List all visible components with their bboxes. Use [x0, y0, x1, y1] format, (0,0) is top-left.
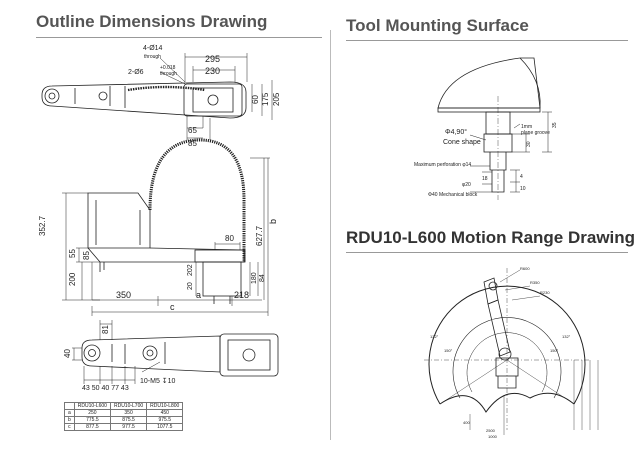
bottom-view-arm: [81, 333, 279, 377]
outline-title-rule: [36, 37, 322, 38]
motion-d1: 2500: [486, 428, 496, 433]
tool-title: Tool Mounting Surface: [346, 16, 529, 35]
dim-295: 295: [205, 54, 220, 64]
cone-dim: Φ4,90°: [445, 128, 467, 136]
tool-dim-35: 35: [552, 122, 558, 128]
tool-dim-30: 30: [526, 141, 532, 147]
side-view-body: [87, 138, 246, 304]
dim-40: 40: [63, 349, 72, 358]
motion-a3: 132°: [562, 334, 571, 339]
d40: Φ40 Mechanical block: [428, 192, 478, 198]
top-view-dims: [159, 53, 273, 140]
motion-a1: 132°: [430, 334, 439, 339]
table-cell: 250: [73, 409, 111, 417]
model-dimension-table: RDU10-L600 RDU10-L700 RDU10-L800 a 250 3…: [64, 402, 184, 431]
dim-85: 85: [82, 251, 91, 260]
table-cell: c: [64, 423, 75, 431]
holes-b-tol: +0.018: [160, 65, 176, 71]
motion-r3: R230: [540, 290, 550, 295]
section-divider: [330, 30, 331, 440]
outline-title: Outline Dimensions Drawing: [36, 12, 268, 31]
table-cell: a: [64, 409, 75, 417]
table-cell: b: [64, 416, 75, 424]
tool-dim-18: 18: [482, 176, 488, 182]
tool-dim-4: 4: [520, 174, 523, 180]
dim-80: 80: [225, 234, 234, 243]
table-row: b 775.5 875.5 975.5: [64, 416, 184, 424]
dim-81: 81: [101, 325, 110, 334]
table-header-cell: [64, 402, 75, 410]
motion-d3: 400: [463, 420, 470, 425]
motion-title-rule: [346, 252, 628, 253]
motion-a4: 150°: [550, 348, 559, 353]
dim-60: 60: [251, 95, 260, 104]
table-cell: 875.5: [109, 416, 148, 424]
dim-175: 175: [261, 92, 270, 106]
dim-352-7: 352.7: [38, 215, 47, 236]
motion-r2: R350: [530, 280, 540, 285]
tool-dim-10: 10: [520, 186, 526, 192]
side-view-dims: [62, 157, 270, 316]
table-cell: 350: [109, 409, 148, 417]
dim-350: 350: [116, 290, 131, 300]
dim-20: 20: [187, 282, 194, 290]
groove-dim: 1mm: [521, 124, 532, 130]
holes-a-note: through: [144, 54, 161, 60]
motion-a2: 150°: [444, 348, 453, 353]
table-cell: 977.5: [109, 423, 148, 431]
dim-200: 200: [68, 272, 77, 286]
dim-84: 84: [259, 274, 266, 282]
dim-c: c: [170, 302, 175, 312]
motion-title: RDU10-L600 Motion Range Drawing: [346, 228, 636, 247]
table-header-cell: RDU10-L800: [146, 402, 184, 410]
dim-b: b: [268, 219, 278, 224]
table-cell: 775.5: [73, 416, 111, 424]
tool-title-rule: [346, 40, 628, 41]
holes-b-count: 2-Ø6: [128, 69, 144, 76]
holes-a-count: 4-Ø14: [143, 45, 163, 52]
table-cell: 975.5: [146, 416, 184, 424]
dim-218: 218: [234, 290, 249, 300]
table-row: c 877.5 977.5 1077.5: [64, 423, 184, 431]
dim-180: 180: [251, 272, 258, 284]
dim-202: 202: [187, 264, 194, 276]
dim-65: 65: [188, 126, 197, 135]
table-header-row: RDU10-L600 RDU10-L700 RDU10-L800: [64, 402, 184, 410]
groove-note: plane groove: [521, 130, 550, 136]
table-header-cell: RDU10-L700: [109, 402, 148, 410]
dim-a: a: [196, 290, 201, 300]
dim-230: 230: [205, 66, 220, 76]
dim-85: 85: [188, 139, 197, 148]
tool-mount-body: [437, 57, 541, 200]
table-header-cell: RDU10-L600: [73, 402, 111, 410]
perforation: Maximum perforation φ14: [414, 162, 471, 168]
dim-205: 205: [272, 92, 281, 106]
bottom-view-dims: [72, 320, 161, 384]
table-cell: 1077.5: [146, 423, 184, 431]
motion-range-dims: [469, 269, 599, 435]
dim-627-7: 627.7: [255, 225, 264, 246]
top-view-arm: [41, 81, 247, 119]
table-cell: 450: [146, 409, 184, 417]
table-cell: 877.5: [73, 423, 111, 431]
d20: φ20: [462, 182, 471, 188]
cone-note: Cone shape: [443, 139, 481, 146]
thread-spec: 10-M5 ↧10: [140, 377, 176, 385]
dims-bottom: 43 50 40 77 43: [82, 385, 129, 392]
motion-r1: R600: [520, 266, 530, 271]
dim-55: 55: [68, 249, 77, 258]
motion-range-arm: [483, 277, 519, 389]
motion-d2: 1000: [488, 434, 498, 439]
tool-mount-dims: [469, 111, 552, 193]
table-row: a 250 350 450: [64, 409, 184, 417]
holes-b-note: through: [160, 71, 177, 77]
